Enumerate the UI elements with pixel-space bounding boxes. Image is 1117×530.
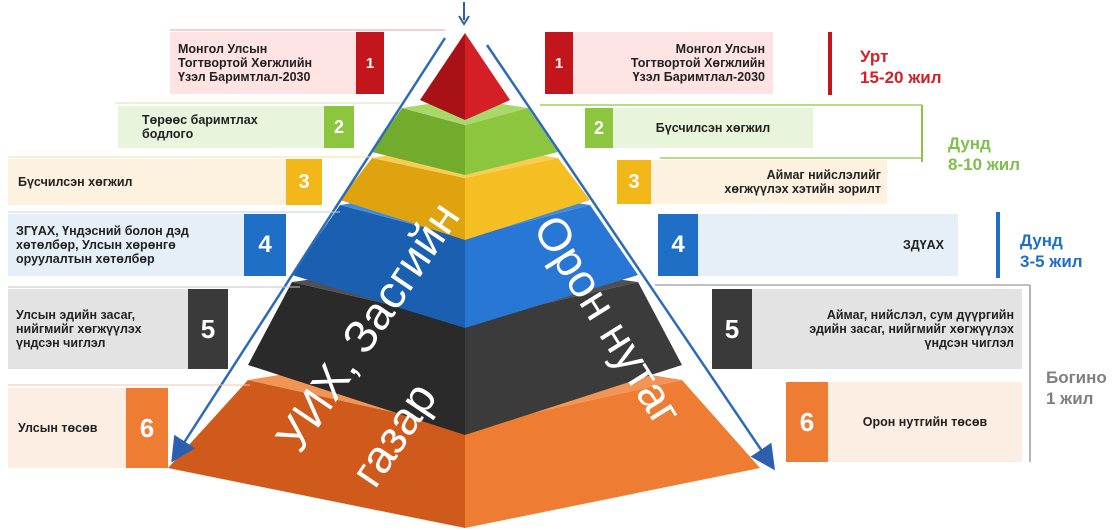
left-item-4-text: ЗГҮАХ, Үндэсний болон дэд хөтөлбөр, Улсы… bbox=[16, 224, 189, 266]
right-item-4-text: ЗДҮАХ bbox=[902, 238, 944, 252]
left-item-3-text: Бүсчилсэн хөгжил bbox=[18, 175, 133, 189]
term-bracket-mid1 bbox=[540, 104, 923, 162]
right-item-1-text: Монгол Улсын Тогтвортой Хөгжлийн Үзэл Ба… bbox=[630, 42, 765, 84]
left-item-3-number: 3 bbox=[286, 159, 322, 205]
left-item-6-number: 6 bbox=[126, 388, 168, 468]
left-item-1-text: Монгол Улсын Тогтвортой Хөгжлийн Үзэл Ба… bbox=[178, 42, 313, 84]
left-item-5: Улсын эдийн засаг, нийгмийг хөгжүүлэх үн… bbox=[8, 289, 188, 369]
term-short-label: Богино 1 жил bbox=[1046, 368, 1107, 408]
term-mid2-label: Дунд 3-5 жил bbox=[1020, 231, 1083, 271]
left-item-6: Улсын төсөв bbox=[8, 388, 126, 468]
right-item-4-number: 4 bbox=[658, 214, 698, 276]
left-item-2-number: 2 bbox=[324, 106, 354, 148]
left-item-4: ЗГҮАХ, Үндэсний болон дэд хөтөлбөр, Улсы… bbox=[8, 214, 244, 276]
right-item-2-text: Бүсчилсэн хөгжил bbox=[655, 121, 771, 135]
right-item-6-number: 6 bbox=[786, 382, 828, 462]
term-long-label: Урт 15-20 жил bbox=[860, 47, 942, 87]
right-item-2-number: 2 bbox=[585, 108, 613, 148]
right-item-2: Бүсчилсэн хөгжил bbox=[613, 108, 813, 148]
left-item-3: Бүсчилсэн хөгжил bbox=[8, 159, 286, 205]
left-arrow-icon bbox=[171, 37, 447, 463]
term-bracket-mid2 bbox=[996, 212, 1000, 278]
right-item-1-number: 1 bbox=[545, 32, 573, 94]
right-item-1: Монгол Улсын Тогтвортой Хөгжлийн Үзэл Ба… bbox=[573, 32, 773, 94]
term-bracket-long bbox=[828, 32, 832, 95]
left-item-1-number: 1 bbox=[356, 32, 384, 94]
top-arrow-icon bbox=[458, 2, 470, 26]
right-item-4: ЗДҮАХ bbox=[698, 214, 958, 276]
left-item-1: Монгол Улсын Тогтвортой Хөгжлийн Үзэл Ба… bbox=[170, 32, 356, 94]
right-item-3-number: 3 bbox=[617, 160, 651, 204]
right-item-5-text: Аймаг, нийслэл, сум дүүргийн эдийн засаг… bbox=[809, 308, 1014, 350]
term-mid1-label: Дунд 8-10 жил bbox=[948, 134, 1021, 174]
left-item-2-text: Төрөөс баримтлах бодлого bbox=[142, 113, 258, 141]
pyramid-level-1 bbox=[420, 33, 510, 120]
left-item-4-number: 4 bbox=[244, 214, 286, 276]
left-item-6-text: Улсын төсөв bbox=[18, 421, 98, 435]
right-item-5-number: 5 bbox=[712, 289, 752, 369]
left-item-5-number: 5 bbox=[188, 289, 228, 369]
right-item-3: Аймаг нийслэлийг хөгжүүлэх хэтийн зорилт bbox=[651, 160, 887, 204]
term-bracket-short bbox=[655, 284, 1031, 462]
right-arrow-icon bbox=[485, 44, 776, 471]
left-item-5-text: Улсын эдийн засаг, нийгмийг хөгжүүлэх үн… bbox=[16, 308, 142, 350]
right-item-5: Аймаг, нийслэл, сум дүүргийн эдийн засаг… bbox=[752, 289, 1022, 369]
right-item-6: Орон нутгийн төсөв bbox=[828, 382, 1022, 462]
right-item-3-text: Аймаг нийслэлийг хөгжүүлэх хэтийн зорилт bbox=[724, 168, 881, 196]
left-item-2: Төрөөс баримтлах бодлого bbox=[118, 106, 324, 148]
right-item-6-text: Орон нутгийн төсөв bbox=[862, 415, 988, 429]
